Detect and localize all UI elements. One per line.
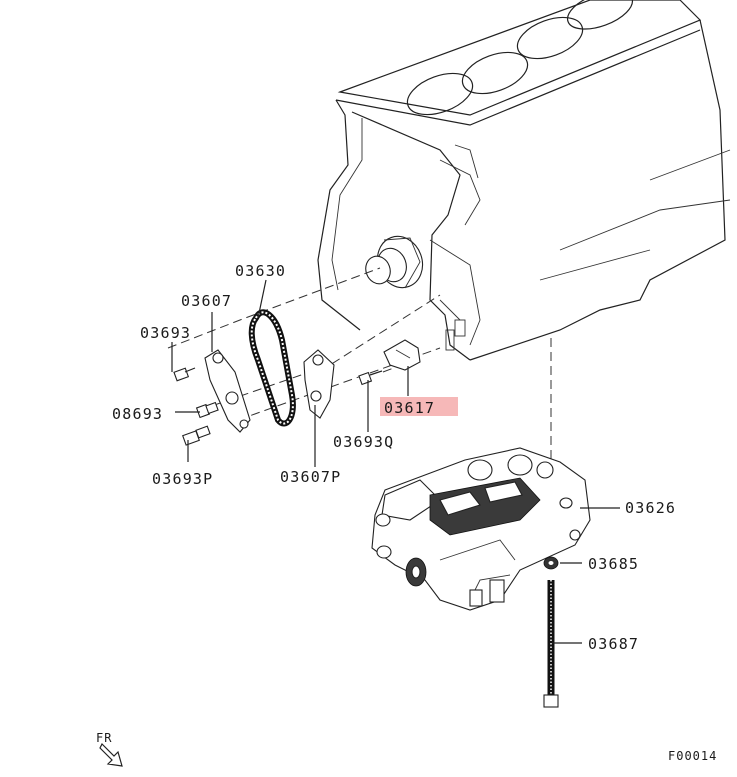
label-03630[interactable]: 03630 [235, 262, 286, 280]
label-08693[interactable]: 08693 [112, 405, 163, 423]
part-highlight [380, 397, 458, 416]
leader-lines [171, 279, 620, 644]
engine-block [317, 0, 731, 361]
balancer-belt [248, 309, 296, 427]
bolt-03693 [173, 367, 196, 382]
label-03607[interactable]: 03607 [181, 292, 232, 310]
label-03685[interactable]: 03685 [588, 555, 639, 573]
belt-tensioner [204, 349, 251, 433]
balancer-shaft-module [371, 447, 591, 611]
label-03617[interactable]: 03617 [384, 399, 435, 417]
bolt-08693 [195, 401, 219, 419]
label-03693[interactable]: 03693 [140, 324, 191, 342]
bracket-03617 [383, 339, 421, 371]
label-03693P[interactable]: 03693P [152, 470, 213, 488]
belt-idler [303, 349, 335, 419]
front-direction-label: FR [96, 731, 112, 745]
label-03687[interactable]: 03687 [588, 635, 639, 653]
label-03693Q[interactable]: 03693Q [333, 433, 394, 451]
label-03607P[interactable]: 03607P [280, 468, 341, 486]
front-direction-marker: FR [96, 731, 123, 767]
figure-code: F00014 [668, 749, 717, 763]
label-03626[interactable]: 03626 [625, 499, 676, 517]
long-bolt-03687 [543, 580, 559, 708]
washer-03685 [543, 556, 559, 570]
bolt-03693P [182, 425, 211, 446]
